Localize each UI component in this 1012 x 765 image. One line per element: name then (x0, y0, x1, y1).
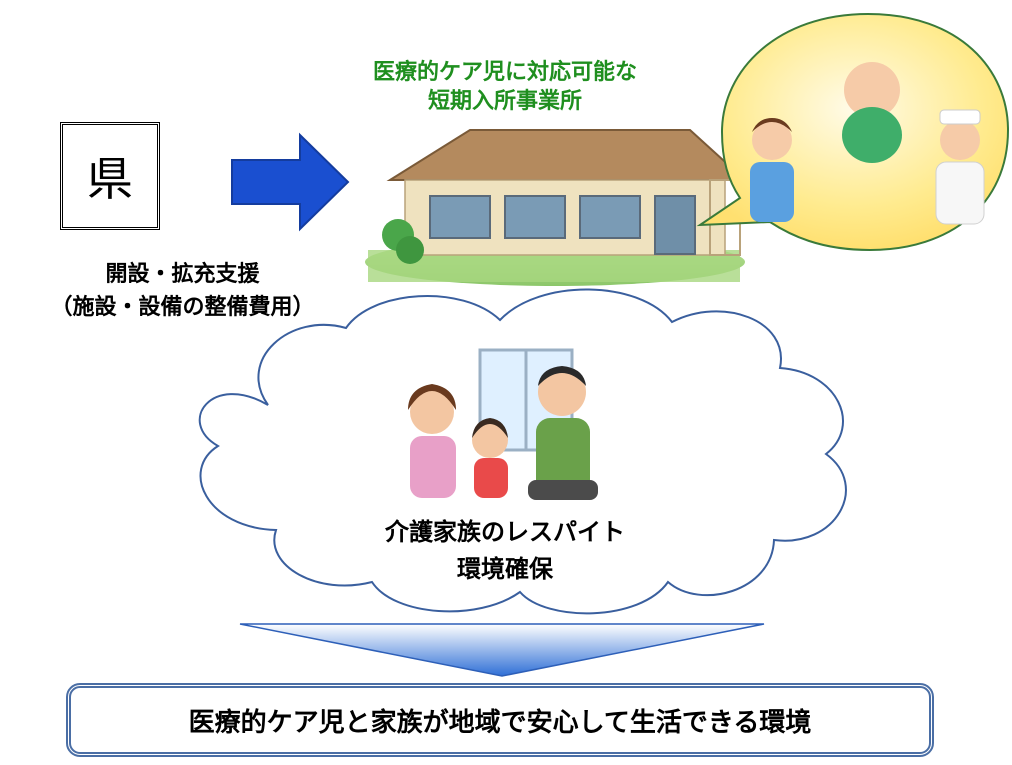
caregiver-illustration (696, 12, 1010, 252)
outcome-text: 医療的ケア児と家族が地域で安心して生活できる環境 (188, 707, 812, 738)
outcome-box: 医療的ケア児と家族が地域で安心して生活できる環境 (66, 683, 934, 757)
down-funnel-icon (239, 623, 765, 677)
facility-title-line-1: 医療的ケア児に対応可能な (372, 60, 637, 85)
house-illustration (365, 129, 748, 286)
facility-title: 医療的ケア児に対応可能な 短期入所事業所 (270, 58, 740, 116)
cloud-line-2: 環境確保 (457, 555, 553, 583)
support-text: 開設・拡充支援 （施設・設備の整備費用） (10, 258, 355, 324)
respite-cloud-text: 介護家族のレスパイト 環境確保 (320, 514, 690, 588)
prefecture-label: 県 (87, 152, 133, 206)
prefecture-box: 県 (60, 122, 160, 230)
cloud-line-1: 介護家族のレスパイト (385, 518, 625, 546)
support-line-1: 開設・拡充支援 (105, 262, 260, 287)
right-arrow-icon (231, 132, 350, 232)
support-line-2: （施設・設備の整備費用） (50, 295, 315, 320)
facility-title-line-2: 短期入所事業所 (427, 89, 582, 114)
family-illustration (408, 348, 598, 500)
